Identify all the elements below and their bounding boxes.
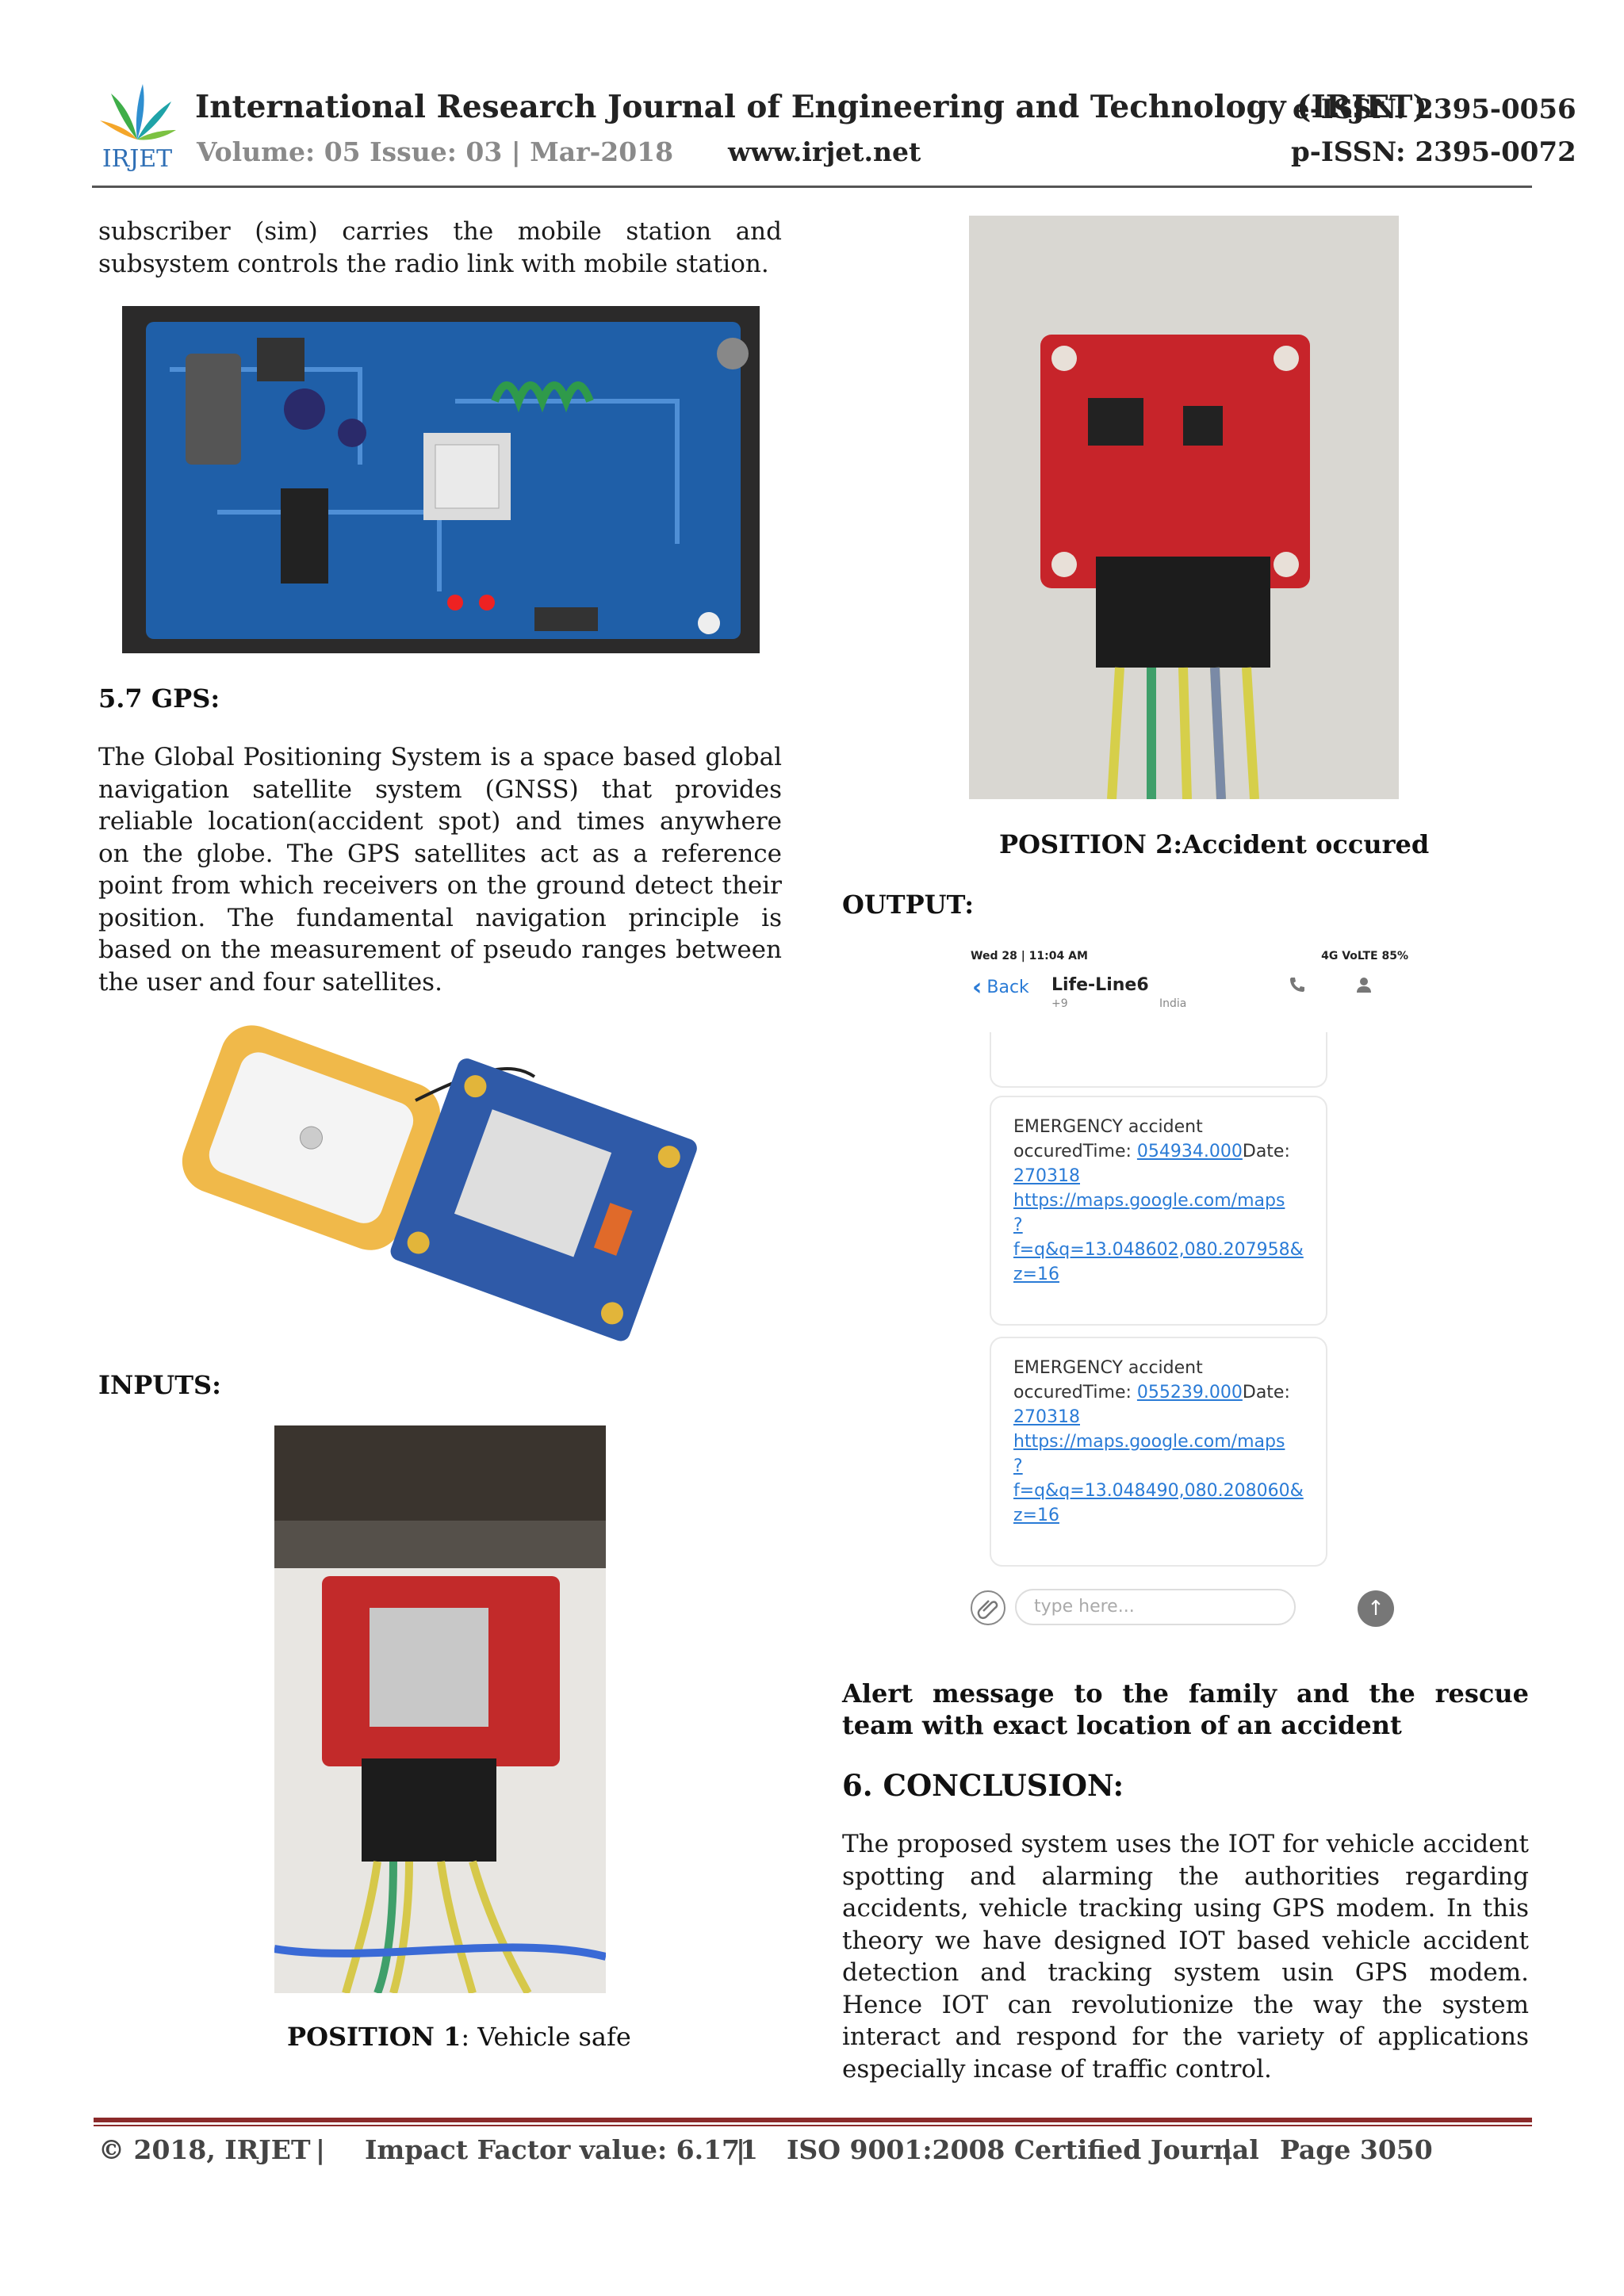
position-2-photo [969, 216, 1399, 799]
conclusion-heading: 6. CONCLUSION: [842, 1768, 1124, 1803]
output-heading: OUTPUT: [842, 890, 975, 920]
status-time: Wed 28 | 11:04 AM [971, 950, 1088, 962]
maps-link[interactable]: https://maps.google.com/maps [1013, 1432, 1285, 1452]
previous-message-bubble [990, 1032, 1327, 1088]
attachment-icon[interactable] [971, 1590, 1005, 1625]
contact-info-icon[interactable] [1354, 975, 1373, 994]
gsm-board-photo [122, 306, 760, 653]
sms-message-bubble[interactable]: EMERGENCY accident occuredTime: 055239.0… [990, 1337, 1327, 1567]
journal-title: International Research Journal of Engine… [195, 89, 1427, 125]
footer-separator: | [1223, 2134, 1233, 2165]
contact-country: India [1159, 997, 1187, 1010]
position-1-photo [274, 1425, 606, 1993]
gps-module-photo [178, 1021, 704, 1346]
sms-screenshot: Wed 28 | 11:04 AM 4G VoLTE 85% ‹Back Lif… [966, 945, 1419, 1643]
footer-page-number: Page 3050 [1280, 2134, 1433, 2165]
gps-heading: 5.7 GPS: [98, 683, 220, 714]
footer-impact-factor: Impact Factor value: 6.171 [365, 2134, 758, 2165]
footer-iso: ISO 9001:2008 Certified Journal [787, 2134, 1259, 2165]
p-issn: p-ISSN: 2395-0072 [1291, 136, 1576, 168]
back-button[interactable]: ‹Back [972, 974, 1029, 1001]
svg-text:IRJET: IRJET [102, 145, 172, 173]
journal-website: www.irjet.net [728, 136, 921, 167]
footer-copyright: © 2018, IRJET [98, 2134, 311, 2165]
sms-message-bubble[interactable]: EMERGENCY accident occuredTime: 054934.0… [990, 1096, 1327, 1326]
chevron-left-icon: ‹ [972, 974, 982, 1001]
intro-paragraph: subscriber (sim) carries the mobile stat… [98, 217, 782, 278]
maps-link[interactable]: https://maps.google.com/maps [1013, 1191, 1285, 1211]
conclusion-paragraph: The proposed system uses the IOT for veh… [842, 1830, 1529, 2084]
position-2-caption: POSITION 2:Accident occured [999, 829, 1430, 859]
position-1-caption: POSITION 1: Vehicle safe [287, 2022, 631, 2052]
phone-call-icon[interactable] [1288, 975, 1307, 994]
contact-name: Life-Line6 [1051, 975, 1149, 995]
irjet-logo: IRJET [94, 78, 181, 173]
volume-issue: Volume: 05 Issue: 03 | Mar-2018 [197, 136, 674, 167]
inputs-heading: INPUTS: [98, 1370, 221, 1400]
gps-paragraph: The Global Positioning System is a space… [98, 743, 782, 997]
message-input[interactable]: type here... [1015, 1589, 1296, 1625]
footer-rule-thin [94, 2125, 1532, 2126]
footer-rule [94, 2118, 1532, 2122]
e-issn: e-ISSN: 2395-0056 [1293, 94, 1576, 125]
footer-separator: | [316, 2134, 326, 2165]
contact-number: +9 [1051, 997, 1068, 1010]
header-rule [92, 186, 1532, 188]
send-arrow-icon[interactable]: ↑ [1358, 1590, 1394, 1627]
status-network: 4G VoLTE 85% [1321, 950, 1408, 962]
footer-separator: | [736, 2134, 746, 2165]
alert-caption: Alert message to the family and the resc… [842, 1678, 1529, 1740]
